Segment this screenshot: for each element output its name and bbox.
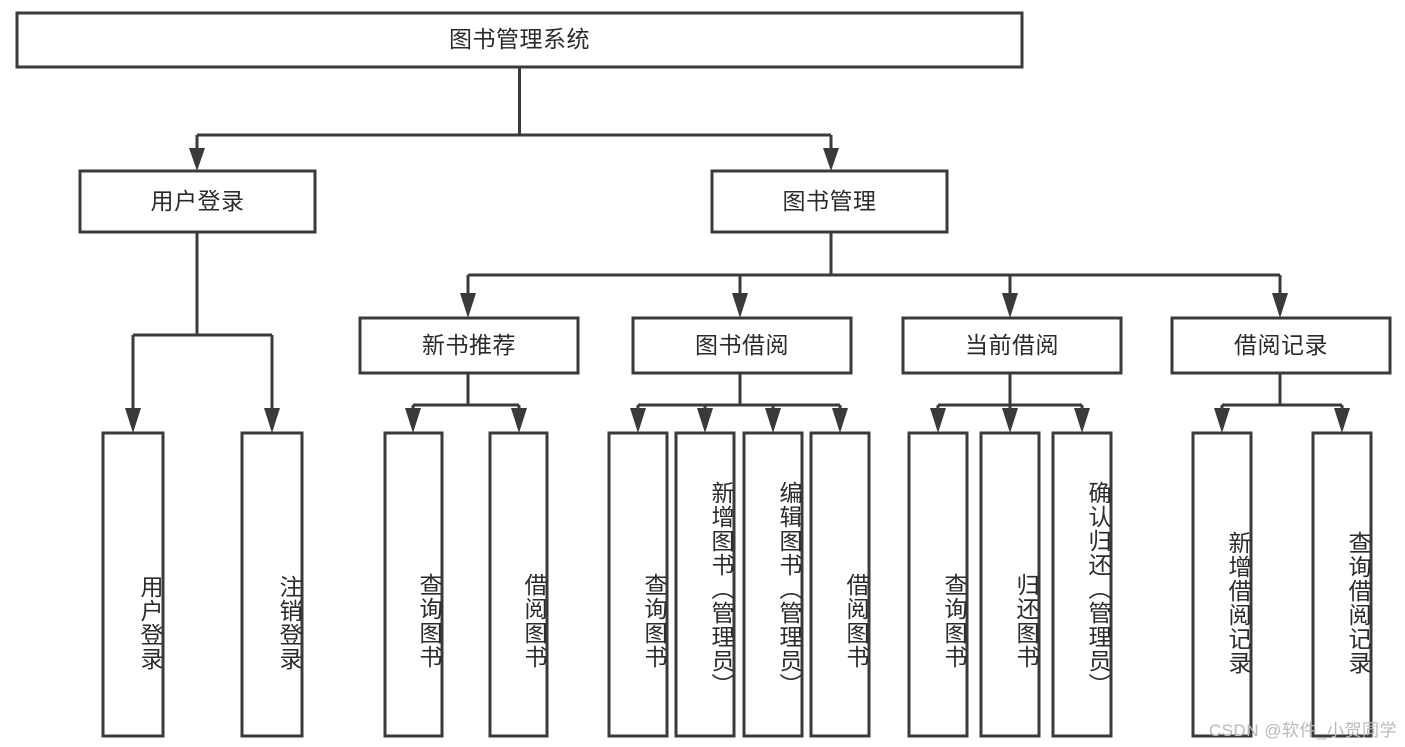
node-box-book-management[interactable] bbox=[710, 169, 949, 234]
arrowhead-book-borrow bbox=[732, 293, 748, 318]
arrowhead-leaf-confirm-return bbox=[1074, 408, 1090, 433]
arrowhead-leaf-borrow-book-2 bbox=[832, 408, 848, 433]
node-box-leaf-user-login[interactable] bbox=[101, 431, 165, 738]
arrowhead-leaf-query-record bbox=[1334, 408, 1350, 433]
arrowhead-new-book-recommend bbox=[460, 293, 476, 318]
node-boxes bbox=[15, 11, 1392, 738]
node-box-leaf-borrow-book-2[interactable] bbox=[809, 431, 871, 738]
node-box-leaf-add-record[interactable] bbox=[1191, 431, 1253, 738]
node-box-leaf-logout[interactable] bbox=[240, 431, 304, 738]
node-box-leaf-confirm-return[interactable] bbox=[1051, 431, 1113, 738]
node-box-new-book-recommend[interactable] bbox=[358, 316, 580, 375]
arrowhead-leaf-add-record bbox=[1214, 408, 1230, 433]
node-box-borrow-record[interactable] bbox=[1170, 316, 1392, 375]
arrowhead-borrow-record bbox=[1272, 293, 1288, 318]
node-box-leaf-query-book-3[interactable] bbox=[907, 431, 969, 738]
node-box-current-borrow[interactable] bbox=[901, 316, 1123, 375]
connectors bbox=[125, 67, 1350, 433]
arrowhead-leaf-user-login bbox=[125, 408, 141, 433]
arrowhead-leaf-logout bbox=[264, 408, 280, 433]
arrowhead-user-login bbox=[189, 148, 205, 171]
arrowhead-leaf-edit-book bbox=[765, 408, 781, 433]
node-box-leaf-query-record[interactable] bbox=[1311, 431, 1373, 738]
node-box-user-login[interactable] bbox=[78, 169, 317, 234]
node-box-root[interactable] bbox=[15, 11, 1024, 69]
node-box-leaf-return-book[interactable] bbox=[979, 431, 1041, 738]
arrowhead-leaf-add-book bbox=[697, 408, 713, 433]
node-box-leaf-query-book-1[interactable] bbox=[383, 431, 444, 738]
node-box-leaf-edit-book[interactable] bbox=[742, 431, 804, 738]
arrowhead-leaf-query-book-2 bbox=[630, 408, 646, 433]
arrowhead-leaf-query-book-1 bbox=[405, 408, 421, 433]
arrowhead-book-management bbox=[823, 148, 839, 171]
arrowhead-leaf-query-book-3 bbox=[930, 408, 946, 433]
arrowhead-leaf-borrow-book-1 bbox=[511, 408, 527, 433]
node-box-leaf-borrow-book-1[interactable] bbox=[488, 431, 549, 738]
arrowhead-leaf-return-book bbox=[1002, 408, 1018, 433]
arrowhead-current-borrow bbox=[1002, 293, 1018, 318]
node-box-leaf-add-book[interactable] bbox=[674, 431, 736, 738]
node-box-book-borrow[interactable] bbox=[631, 316, 853, 375]
node-box-leaf-query-book-2[interactable] bbox=[607, 431, 669, 738]
